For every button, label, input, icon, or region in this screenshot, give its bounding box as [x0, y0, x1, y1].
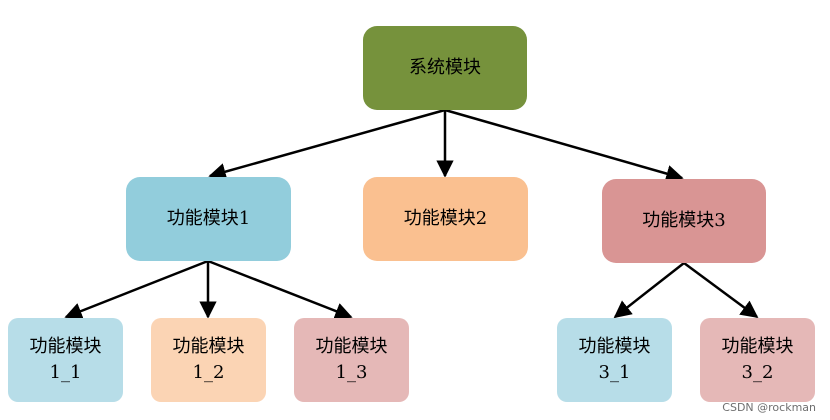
node-system-module: 系统模块	[363, 26, 527, 110]
node-label: 功能模块2	[403, 208, 488, 229]
arrow-m3-to-m31	[613, 262, 685, 319]
node-label: 系统模块	[409, 57, 481, 78]
node-label-line2: 3_1	[598, 362, 631, 383]
node-function-module-3-2: 功能模块 3_2	[700, 318, 815, 402]
watermark: CSDN @rockman	[722, 401, 816, 414]
node-function-module-3: 功能模块3	[602, 179, 766, 263]
node-label-line1: 功能模块	[315, 336, 388, 357]
node-function-module-1-1: 功能模块 1_1	[8, 318, 123, 402]
node-label: 功能模块1	[166, 208, 251, 229]
node-function-module-2: 功能模块2	[363, 177, 528, 261]
node-label-line2: 1_1	[49, 362, 82, 383]
node-label-line1: 功能模块	[29, 336, 102, 357]
node-function-module-1-3: 功能模块 1_3	[294, 318, 409, 402]
node-function-module-1-2: 功能模块 1_2	[151, 318, 266, 402]
node-function-module-1: 功能模块1	[126, 177, 291, 261]
node-label: 功能模块3	[642, 210, 726, 231]
node-label-line2: 3_2	[741, 362, 774, 383]
arrow-root-to-m1	[208, 108, 446, 181]
node-label-line2: 1_2	[192, 362, 225, 383]
node-label-line1: 功能模块	[721, 336, 794, 357]
node-label-line1: 功能模块	[578, 336, 651, 357]
node-function-module-3-1: 功能模块 3_1	[557, 318, 672, 402]
node-label-line1: 功能模块	[172, 336, 245, 357]
arrow-m1-to-m11	[64, 259, 209, 320]
arrow-m3-to-m32	[683, 261, 759, 319]
arrow-root-to-m3	[444, 108, 684, 183]
arrow-m1-to-m13	[207, 259, 353, 320]
node-label-line2: 1_3	[335, 362, 368, 383]
